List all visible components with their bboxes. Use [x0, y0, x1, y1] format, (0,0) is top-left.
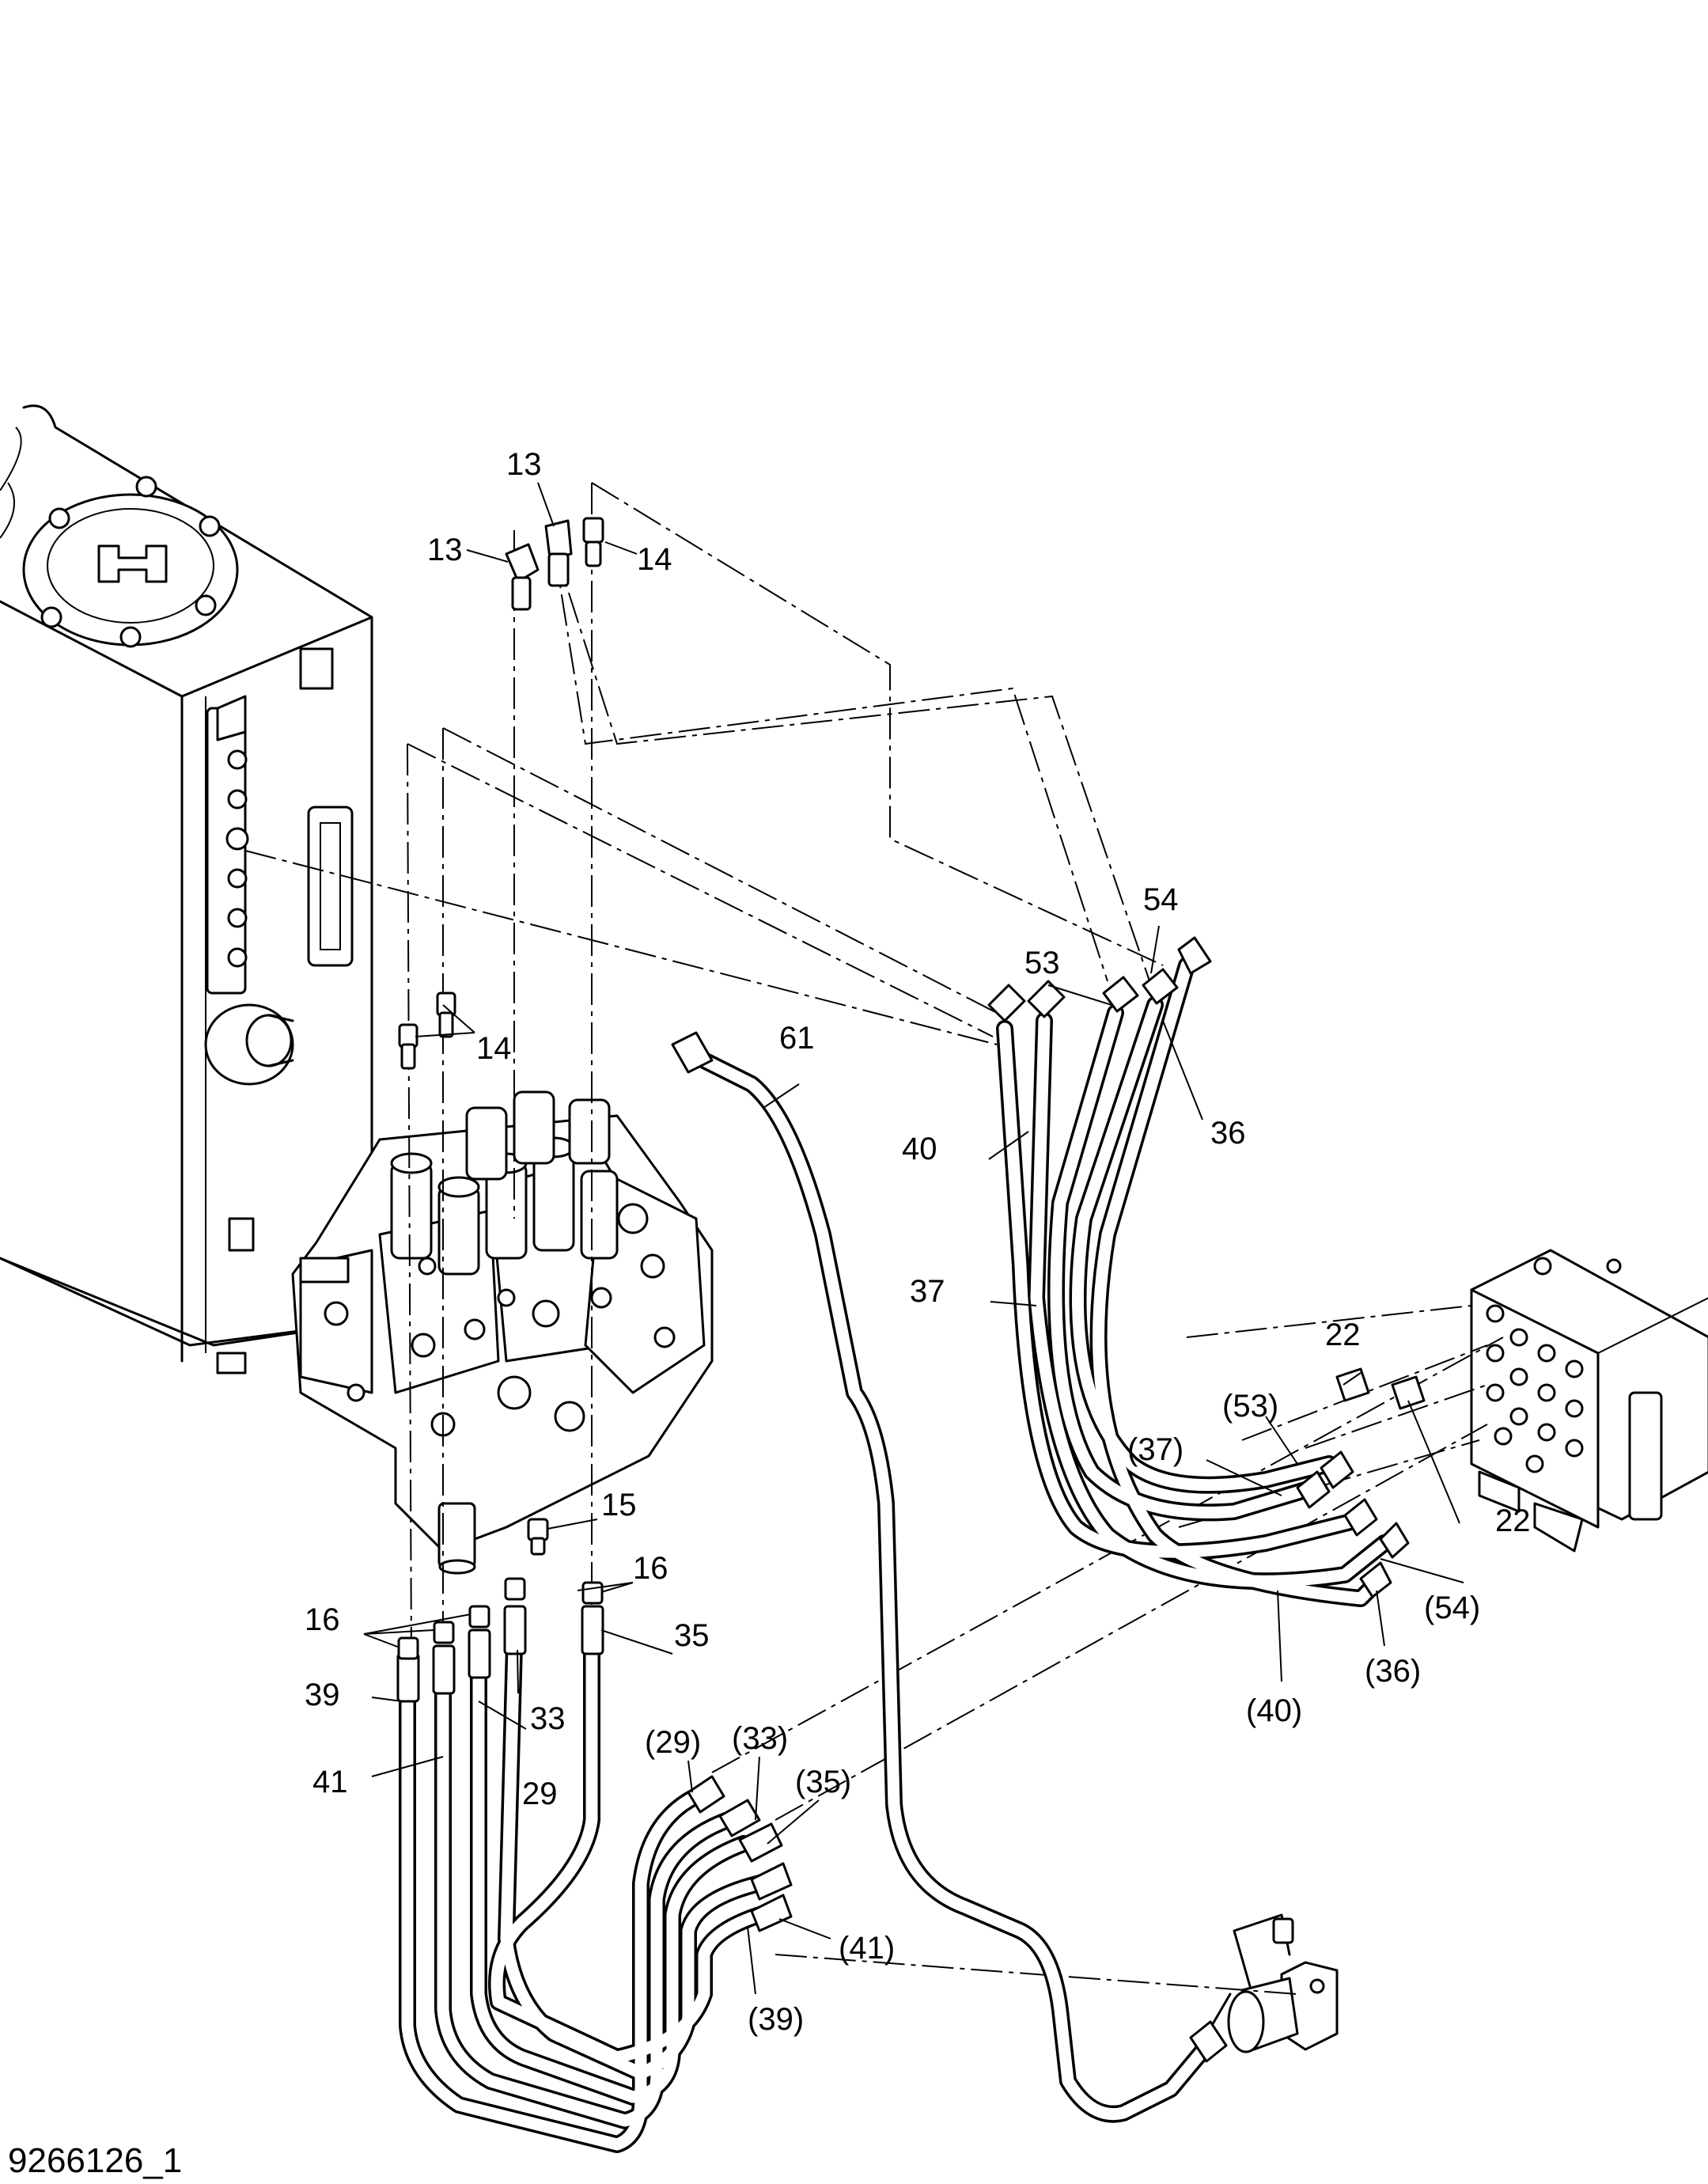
- callout-14: 14: [637, 542, 672, 577]
- callout-16: 16: [633, 1551, 668, 1586]
- callout-13: 13: [506, 447, 542, 482]
- callout-labels: 13 13 14 14 15 16 16 22 22 29 (29) 33 (3…: [305, 447, 1531, 2037]
- solenoid-valve: [1201, 1913, 1339, 2053]
- hose-bundle-right: [987, 936, 1410, 1607]
- callout-29: 29: [522, 1776, 558, 1811]
- callout-36: 36: [1210, 1116, 1246, 1151]
- callout-35-ref: (35): [795, 1765, 851, 1799]
- callout-13: 13: [427, 533, 463, 567]
- control-valve: [291, 1090, 714, 1575]
- callout-40-ref: (40): [1246, 1693, 1302, 1728]
- callout-29-ref: (29): [645, 1725, 701, 1760]
- callout-33: 33: [530, 1701, 566, 1736]
- callout-37: 37: [910, 1274, 945, 1309]
- hose-61: [671, 1031, 1228, 2123]
- callout-14: 14: [476, 1031, 512, 1066]
- drawing-number: 9266126_1: [8, 2141, 182, 2180]
- callout-54-ref: (54): [1424, 1591, 1480, 1625]
- callout-22: 22: [1495, 1503, 1531, 1538]
- callout-16: 16: [305, 1602, 340, 1637]
- callout-33-ref: (33): [732, 1721, 788, 1756]
- callout-40: 40: [902, 1132, 937, 1166]
- callout-39-ref: (39): [748, 2002, 804, 2037]
- callout-54: 54: [1143, 882, 1179, 917]
- leader-lines: [363, 482, 1464, 1995]
- pilot-valve-block: [1470, 1249, 1708, 1553]
- hose-bundle-left: [396, 1605, 793, 2153]
- callout-35: 35: [674, 1618, 710, 1653]
- callout-41-ref: (41): [839, 1931, 895, 1966]
- callout-37-ref: (37): [1127, 1432, 1183, 1467]
- callout-36-ref: (36): [1365, 1654, 1421, 1689]
- callout-53: 53: [1024, 946, 1060, 980]
- callout-53-ref: (53): [1222, 1389, 1278, 1424]
- callout-39: 39: [305, 1678, 340, 1712]
- connection-centerlines: [244, 482, 1504, 1995]
- callout-61: 61: [779, 1021, 815, 1056]
- callout-22: 22: [1325, 1318, 1361, 1352]
- callout-15: 15: [601, 1488, 637, 1522]
- hydraulic-tank: [0, 404, 373, 1374]
- callout-41: 41: [312, 1765, 348, 1799]
